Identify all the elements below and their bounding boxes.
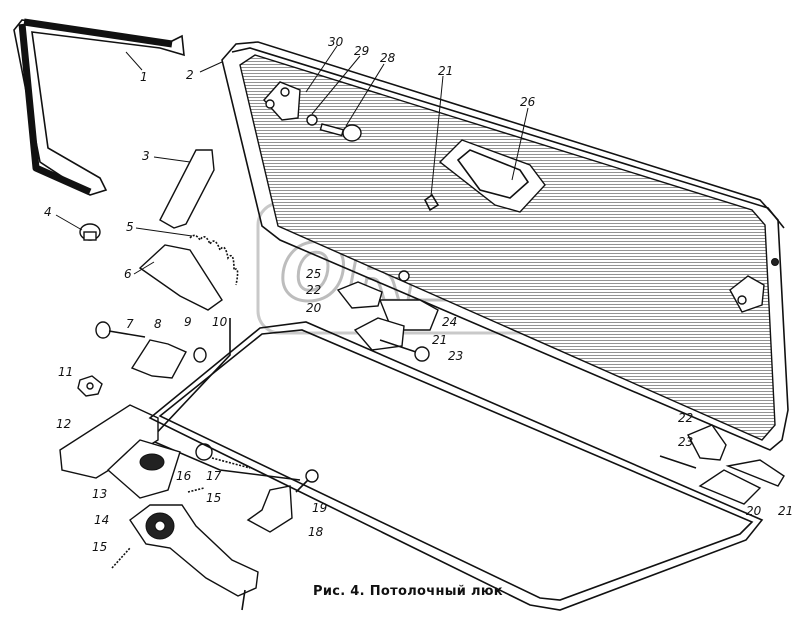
callout-21c: 21	[778, 504, 793, 518]
callout-24: 24	[442, 315, 457, 329]
callout-17: 17	[206, 469, 222, 483]
callout-12: 12	[56, 417, 71, 431]
nut-part-11	[77, 375, 103, 397]
bracket-part-3	[159, 149, 215, 229]
bracket-part-18	[246, 485, 293, 533]
hatch-frame-panel	[221, 41, 789, 451]
callout-4: 4	[44, 205, 52, 219]
callout-21b: 21	[432, 333, 447, 347]
callout-15a: 15	[206, 491, 221, 505]
bolt-part-7	[95, 321, 146, 339]
figure-caption: Рис. 4. Потолочный люк	[313, 584, 503, 599]
leader-lines	[55, 45, 529, 275]
bracket-part-8	[130, 339, 187, 379]
seal-part-1	[13, 18, 185, 196]
callout-7: 7	[126, 317, 134, 331]
washer-part-16	[195, 443, 213, 461]
bracket-part-12	[59, 404, 159, 479]
callout-21a: 21	[438, 64, 453, 78]
callout-10: 10	[212, 315, 228, 329]
callout-18: 18	[308, 525, 324, 539]
callout-3: 3	[142, 149, 150, 163]
hinge-center	[336, 270, 439, 362]
spring-part-15-upper	[187, 487, 205, 493]
callout-23a: 23	[448, 349, 463, 363]
hinge-bracket-top	[263, 81, 362, 142]
callout-15b: 15	[92, 540, 107, 554]
callout-1: 1	[140, 70, 148, 84]
callout-2: 2	[186, 68, 194, 82]
screw-21-top	[423, 193, 440, 212]
callout-14: 14	[94, 513, 109, 527]
callout-26: 26	[520, 95, 536, 109]
bracket-part-13	[106, 439, 181, 499]
callout-25: 25	[306, 267, 321, 281]
callout-29: 29	[354, 44, 369, 58]
bracket-part-6	[138, 244, 223, 311]
hatch-lid-frame	[148, 321, 764, 611]
callout-19: 19	[312, 501, 327, 515]
hinge-right	[659, 424, 785, 505]
nut-part-4	[79, 223, 101, 241]
callout-11: 11	[58, 365, 73, 379]
bolt-part-19	[295, 469, 319, 493]
callout-28: 28	[380, 51, 396, 65]
callout-5: 5	[126, 220, 134, 234]
handle-part-26	[438, 139, 546, 213]
spring-part-5	[189, 234, 239, 286]
callout-22a: 22	[306, 283, 321, 297]
callout-8: 8	[154, 317, 162, 331]
bracket-right	[729, 258, 779, 313]
callout-23b: 23	[678, 435, 693, 449]
callout-13: 13	[92, 487, 107, 501]
callout-16: 16	[176, 469, 192, 483]
callout-20b: 20	[746, 504, 762, 518]
callout-labels: 1 2 3 4 5 6 7 8 9 10 11 12 13 14 15 15 1…	[44, 35, 793, 554]
spring-part-15-lower	[111, 547, 131, 569]
washer-part-9	[193, 347, 207, 363]
bushing-part-13	[139, 453, 165, 471]
callout-22b: 22	[678, 411, 693, 425]
callout-20a: 20	[306, 301, 322, 315]
callout-9: 9	[184, 315, 192, 329]
callout-6: 6	[124, 267, 132, 281]
callout-30: 30	[328, 35, 344, 49]
screw-part-17	[211, 457, 251, 469]
